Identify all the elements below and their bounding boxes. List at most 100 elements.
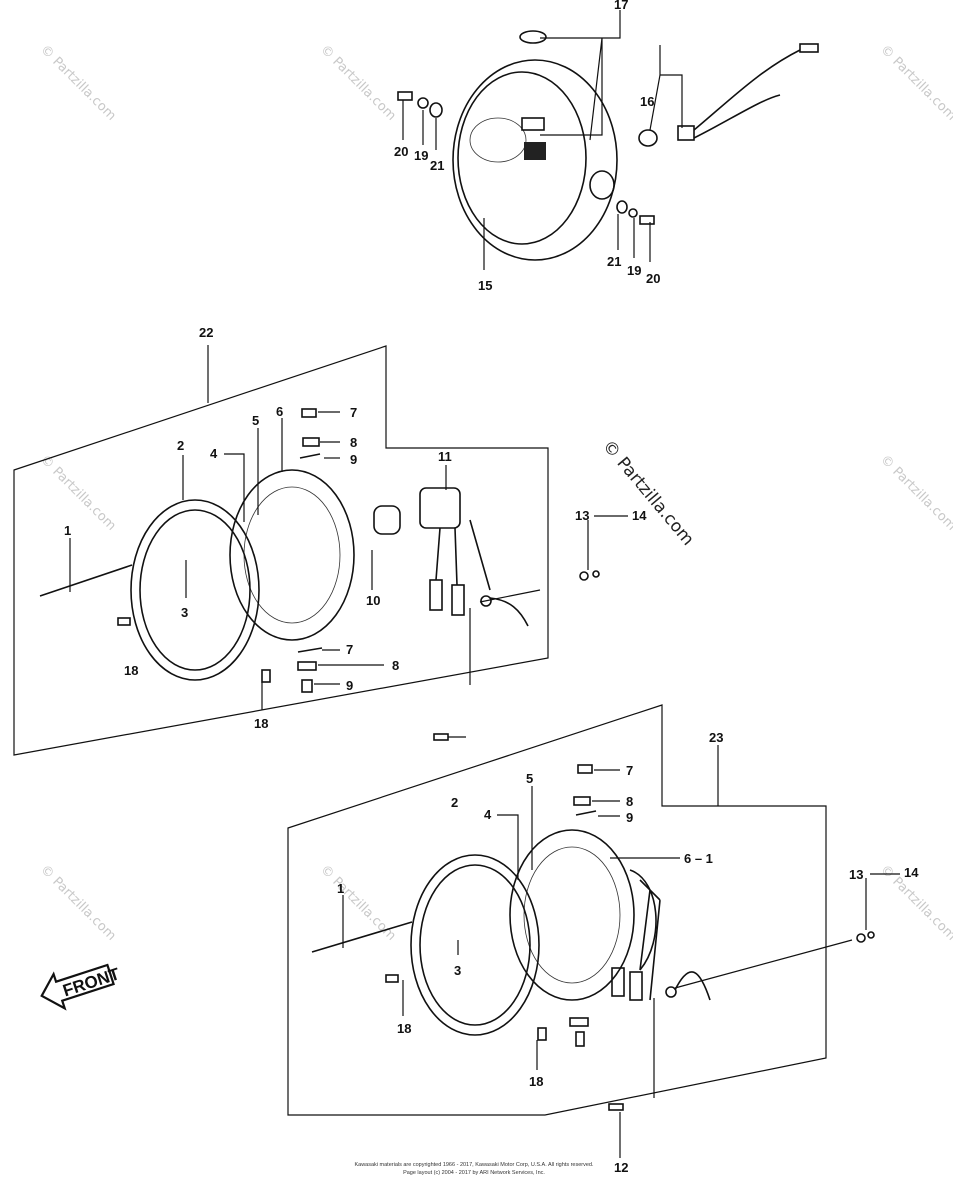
pilot-bulb — [638, 129, 658, 147]
clip — [573, 796, 591, 806]
washer — [856, 933, 866, 943]
callout-18: 18 — [529, 1074, 543, 1089]
callout-23: 23 — [709, 730, 723, 745]
callout-7: 7 — [346, 642, 353, 657]
watermark: © Partzilla.com — [317, 862, 399, 944]
nut — [592, 570, 600, 578]
spring — [575, 810, 597, 816]
bolt — [433, 733, 449, 741]
leader-13-14 — [587, 515, 628, 570]
ground-eyelet — [480, 595, 492, 607]
screw — [575, 1031, 585, 1047]
callout-3: 3 — [181, 605, 188, 620]
sealed-beam-unit — [229, 469, 355, 641]
callout-13: 13 — [575, 508, 589, 523]
watermark: © Partzilla.com — [877, 42, 953, 124]
pilot-wire — [693, 94, 781, 139]
copyright-line-2: Page layout (c) 2004 - 2017 by ARI Netwo… — [403, 1170, 545, 1176]
bolt — [639, 215, 655, 225]
lens-pattern — [523, 846, 621, 984]
leader-17 — [540, 10, 621, 141]
callouts-group-23: 23 1 2 3 4 5 6 – 1 7 8 9 13 14 18 18 12 — [337, 730, 919, 1175]
adjust-screw — [311, 921, 413, 953]
callout-19: 19 — [414, 148, 428, 163]
watermark: © Partzilla.com — [877, 452, 953, 534]
callout-15: 15 — [478, 278, 492, 293]
indicator-socket — [524, 142, 546, 160]
copyright-footer: Kawasaki materials are copyrighted 1966 … — [354, 1162, 594, 1176]
callout-9: 9 — [346, 678, 353, 693]
washer — [579, 571, 589, 581]
callout-21: 21 — [430, 158, 444, 173]
wire-terminal — [451, 584, 465, 616]
leader-16 — [649, 45, 683, 131]
leader-top-left — [402, 100, 437, 150]
wire-terminal — [629, 971, 643, 1001]
ground-eyelet — [665, 986, 677, 998]
callout-22: 22 — [199, 325, 213, 340]
adjust-screw — [39, 564, 133, 597]
screw — [577, 764, 593, 774]
callout-16: 16 — [640, 94, 654, 109]
callout-6-1: 6 – 1 — [684, 851, 713, 866]
clip — [302, 437, 320, 447]
rim-ring — [130, 499, 260, 681]
nut — [867, 931, 875, 939]
screw — [301, 408, 317, 418]
spring — [297, 647, 323, 653]
leader-top-right — [617, 214, 651, 262]
group-outline-23 — [287, 704, 827, 1116]
rim-ring-inner — [419, 864, 531, 1026]
watermark-group: © Partzilla.com © Partzilla.com © Partzi… — [37, 42, 953, 944]
watermark: © Partzilla.com — [37, 42, 119, 124]
indicator-cap — [519, 30, 547, 44]
group-outline-22 — [13, 345, 549, 756]
callout-10: 10 — [366, 593, 380, 608]
leader-4 — [497, 814, 519, 880]
rim-screw — [261, 669, 271, 683]
rim-ring — [410, 854, 540, 1036]
callouts-group-22: 22 1 2 3 4 5 6 7 8 9 10 11 13 14 7 8 9 1… — [64, 325, 647, 731]
housing-shell — [452, 59, 618, 261]
ground-wire — [674, 971, 711, 1001]
leader-ground — [653, 939, 853, 1098]
callout-14: 14 — [632, 508, 647, 523]
socket-wires — [435, 519, 491, 591]
rim-ring-inner — [139, 509, 251, 671]
watermark: © Partzilla.com — [37, 452, 119, 534]
indicator-bulb — [521, 117, 545, 131]
washer — [417, 97, 429, 109]
callout-20: 20 — [646, 271, 660, 286]
rim-screw — [385, 974, 399, 983]
callout-13: 13 — [849, 867, 863, 882]
callout-6: 6 — [276, 404, 283, 419]
wire-connector — [799, 43, 819, 53]
watermark: © Partzilla.com — [317, 42, 399, 124]
copyright-line-1: Kawasaki materials are copyrighted 1966 … — [354, 1162, 594, 1168]
leader-ground — [469, 589, 541, 685]
callout-18: 18 — [397, 1021, 411, 1036]
callout-11: 11 — [438, 449, 452, 464]
callouts-top: 17 16 20 19 21 15 21 19 20 — [394, 0, 660, 293]
bulb — [373, 505, 401, 535]
callout-4: 4 — [484, 807, 492, 822]
callout-7: 7 — [350, 405, 357, 420]
callout-2: 2 — [177, 438, 184, 453]
callout-1: 1 — [64, 523, 71, 538]
rim-screw — [537, 1027, 547, 1041]
washer — [616, 200, 628, 214]
callout-17: 17 — [614, 0, 628, 12]
callout-9: 9 — [626, 810, 633, 825]
callout-4: 4 — [210, 446, 218, 461]
callout-18: 18 — [254, 716, 268, 731]
front-arrow-icon — [40, 963, 115, 1011]
bolt — [397, 91, 413, 101]
wire-terminal — [611, 967, 625, 997]
callout-12: 12 — [614, 1160, 628, 1175]
callout-19: 19 — [627, 263, 641, 278]
rim-screw — [117, 617, 131, 626]
headlight-housing-assembly — [397, 10, 819, 270]
leader-13-14 — [865, 873, 900, 930]
beam-back — [629, 869, 657, 971]
callout-3: 3 — [454, 963, 461, 978]
